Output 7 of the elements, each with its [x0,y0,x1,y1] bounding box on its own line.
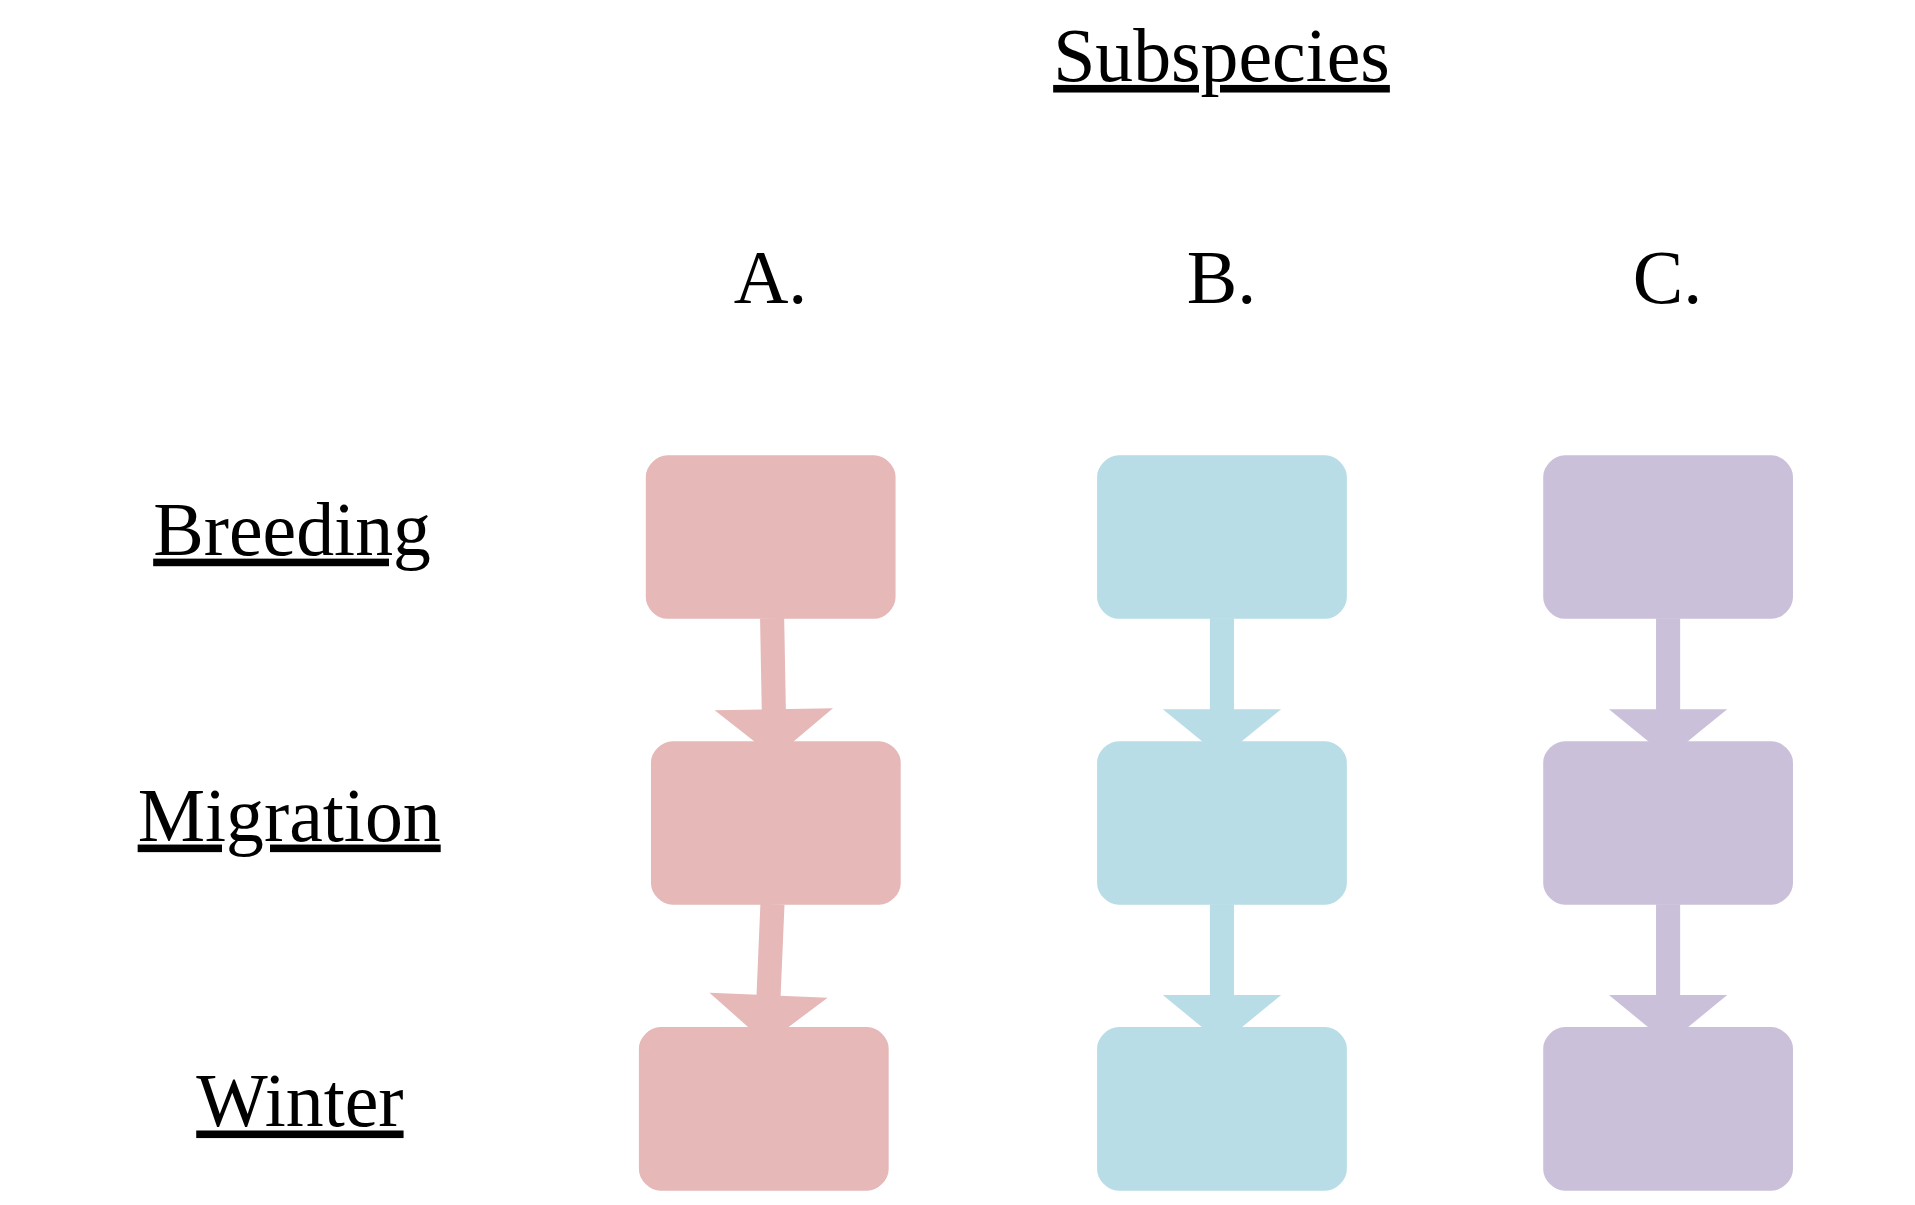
label: Winter [195,1058,404,1143]
label: Subspecies [1052,12,1390,97]
label: B. [1186,235,1256,320]
label: A. [733,235,807,320]
label: Breeding [152,486,431,571]
label: Migration [137,772,441,857]
label: C. [1632,235,1702,320]
